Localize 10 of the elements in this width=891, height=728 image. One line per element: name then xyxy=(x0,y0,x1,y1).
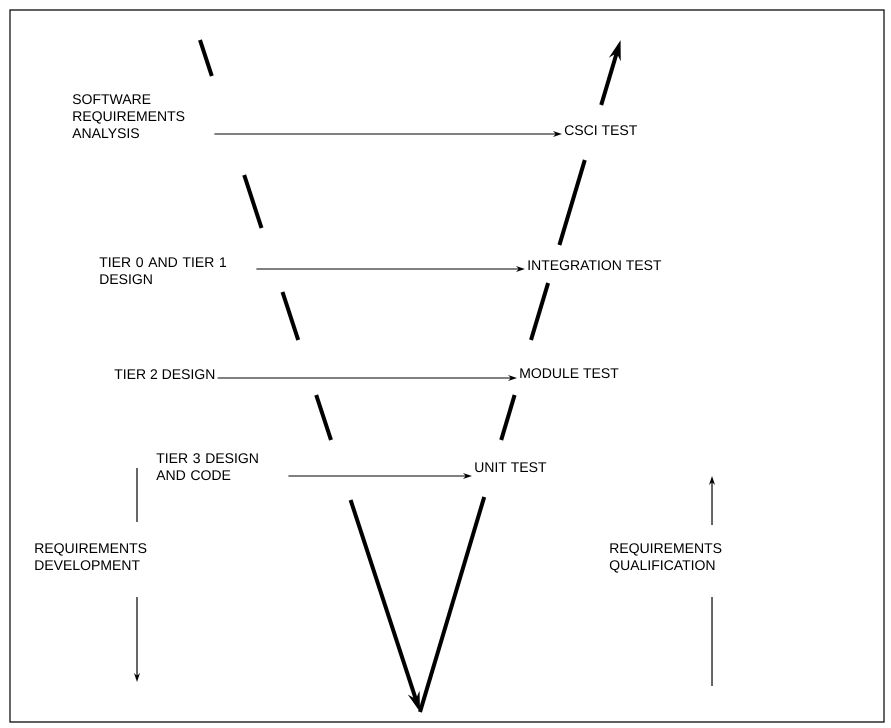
stage-label: CSCI TEST xyxy=(564,125,637,136)
stage-label: INTEGRATION TEST xyxy=(528,260,662,270)
stage-label: UNIT TEST xyxy=(475,462,546,472)
stage-label: TIER 3 DESIGN AND CODE xyxy=(156,453,258,480)
stage-label: TIER 0 AND TIER 1 DESIGN xyxy=(100,257,226,284)
stage-label: TIER 2 DESIGN xyxy=(114,369,214,380)
stage-label: MODULE TEST xyxy=(520,368,618,378)
side-label: REQUIREMENTS DEVELOPMENT xyxy=(35,543,146,570)
stage-label: SOFTWARE REQUIREMENTS ANALYSIS xyxy=(72,94,184,138)
side-label: REQUIREMENTS QUALIFICATION xyxy=(610,543,722,573)
